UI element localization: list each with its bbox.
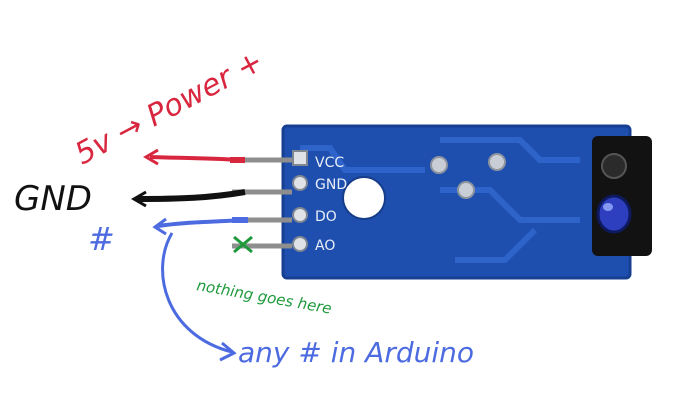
pcb-trace <box>300 145 425 173</box>
gnd-arrow-line <box>135 189 246 202</box>
power-arrowhead <box>143 148 159 166</box>
power-annotation: 5v → Power + <box>69 44 269 172</box>
ao-cross-mark <box>233 235 253 254</box>
nothing-annotation: nothing goes here <box>195 276 333 317</box>
x-stroke <box>233 235 253 254</box>
arduino-arrow <box>161 232 237 362</box>
via <box>488 153 506 171</box>
ir-emitter-highlight <box>603 203 613 211</box>
ir-receiver <box>601 153 627 179</box>
pin-pad-square <box>292 150 308 166</box>
arduino-annotation: any # in Arduino <box>238 336 474 369</box>
ir-sensor-housing <box>592 136 652 256</box>
pin-label-do: DO <box>315 209 337 225</box>
pin-pad <box>292 207 308 223</box>
pin-label-ao: AO <box>315 238 335 254</box>
pcb-trace <box>440 137 580 163</box>
pin-label-vcc: VCC <box>315 155 344 171</box>
gnd-wire <box>131 189 246 208</box>
power-wire <box>143 148 245 166</box>
hash-annotation: # <box>88 220 115 258</box>
arduino-curve <box>161 232 233 354</box>
ir-sensor <box>592 136 652 256</box>
ir-emitter <box>596 194 632 234</box>
do-wire <box>152 217 248 236</box>
via <box>430 156 448 174</box>
power-arrow-line <box>149 155 242 162</box>
mounting-hole <box>342 176 386 220</box>
pin-pad <box>292 236 308 252</box>
gnd-annotation: GND <box>14 179 92 219</box>
do-arrow-line <box>157 218 246 228</box>
pcb <box>283 126 630 278</box>
do-arrowhead <box>152 217 167 236</box>
pcb-trace <box>455 227 538 263</box>
gnd-arrowhead <box>131 190 147 208</box>
pin-pad <box>292 175 308 191</box>
via <box>457 181 475 199</box>
pin-label-gnd: GND <box>315 177 347 193</box>
arduino-arrowhead <box>219 341 237 362</box>
sensor-board: VCC GND DO AO <box>281 124 632 280</box>
